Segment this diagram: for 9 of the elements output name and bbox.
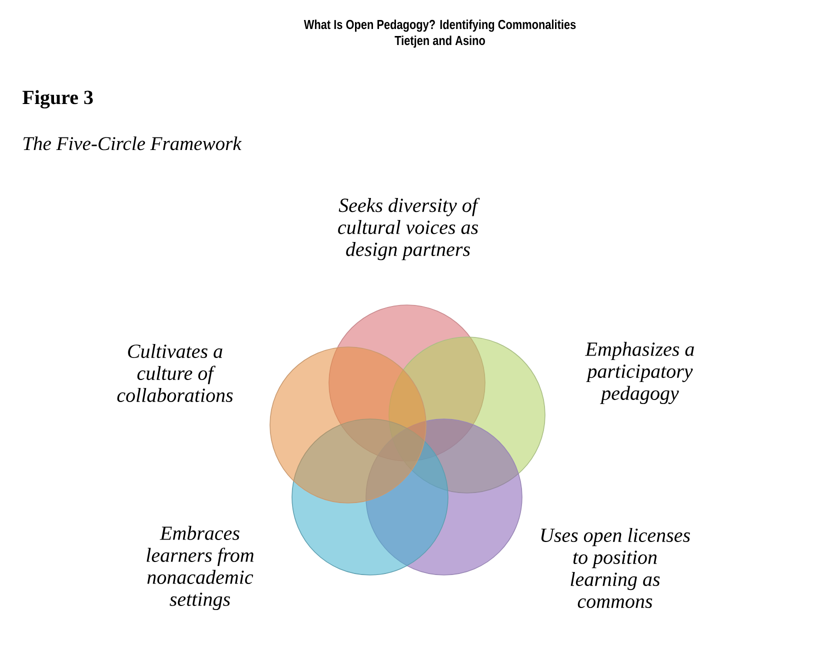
circle-label: Emphasizes a participatory pedagogy [585,342,694,404]
circle-label: Uses open licenses to position learning as commons [541,528,690,608]
figure-title: The Five-Circle Framework [23,136,242,150]
running-header: What Is Open Pedagogy? Identifying Commonalities [304,20,576,32]
circle-label: Embraces learners from nonacademic settings [146,526,254,610]
running-header: Tietjen and Asino [394,36,485,48]
circle-label: Seeks diversity of cultural voices as design partners [338,198,480,260]
circle-label: Cultivates a culture of collaborations [117,344,233,402]
figure-number: Figure 3 [22,90,93,108]
